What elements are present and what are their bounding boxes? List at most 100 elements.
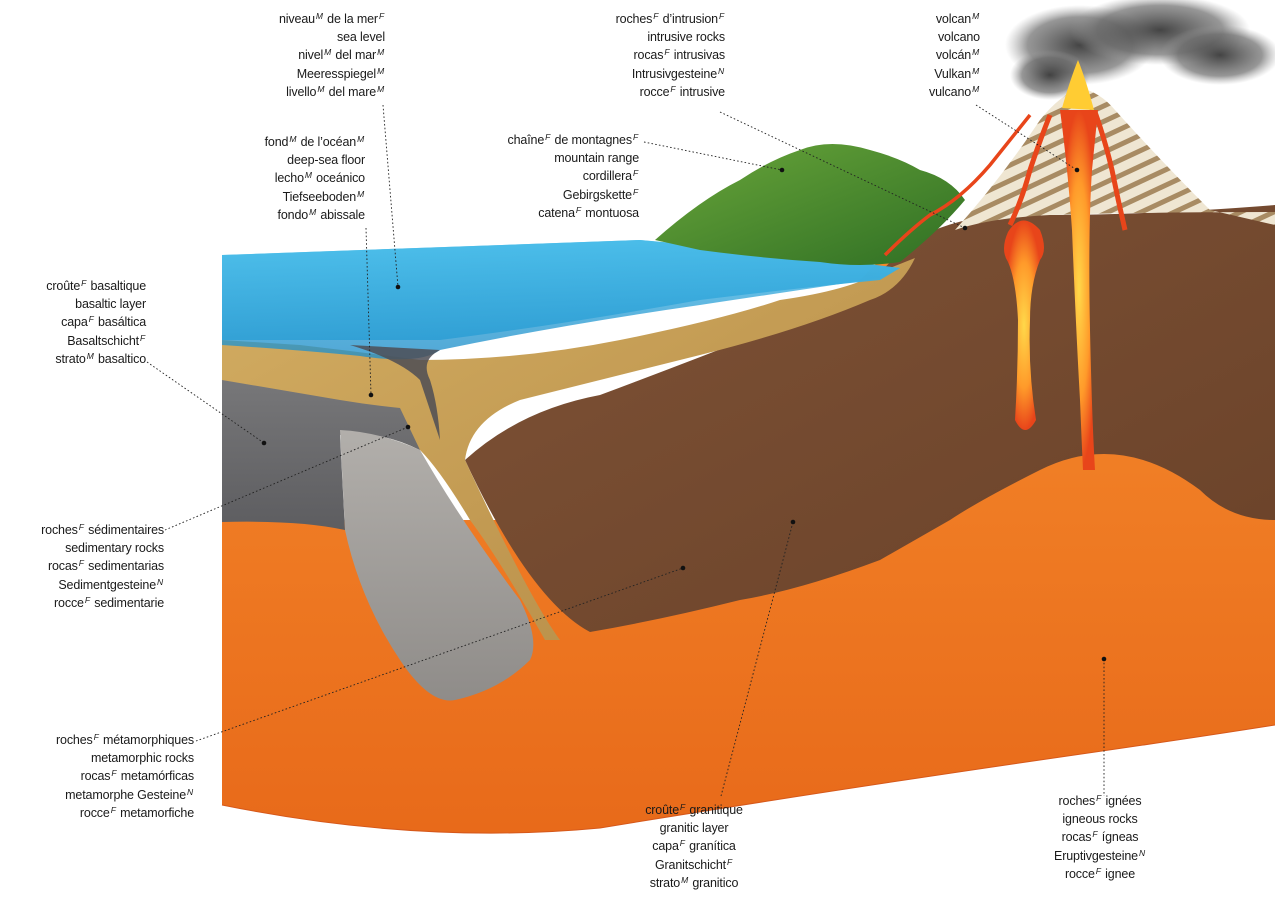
leader-granitic-layer [720,521,794,797]
volcano-smoke [1005,0,1275,100]
gender-marker: F [81,278,87,288]
label-line: deep-sea floor [265,151,365,169]
leader-deep-sea-floor [365,227,372,396]
gender-marker: F [653,11,659,21]
gender-marker: M [972,47,979,58]
gender-marker: F [1096,793,1102,803]
label-line: rocasF intrusivas [616,46,726,64]
label-text: granitic layer [659,821,729,836]
sedimentary-layer-region [222,258,915,640]
gender-marker: M [324,47,332,58]
label-line: rocasF metamórficas [56,767,195,785]
dot-mountain-range [779,167,785,173]
gender-marker: F [718,11,724,21]
gender-marker: N [187,786,193,797]
label-text: rocas [633,48,664,63]
label-text: igneous rocks [1062,812,1138,827]
label-text: roches [41,523,78,537]
label-text: metamorphic rocks [90,751,194,766]
label-text: sedimentarias [84,559,164,574]
label-line: rocceF intrusive [616,83,726,101]
gender-marker: M [377,83,384,94]
label-line: rocceF metamorfiche [56,804,194,822]
label-line: capaF granítica [604,837,784,855]
label-line: livelloM del mareM [279,83,385,101]
label-text: abissale [317,207,365,222]
label-line: sedimentary rocks [41,539,164,557]
label-text: fondo [277,207,309,222]
dot-granitic-layer [790,519,796,525]
basaltic-layer-region [222,380,420,530]
label-line: basaltic layer [46,295,146,313]
label-line: IntrusivgesteineN [616,65,725,83]
label-line: igneous rocks [1000,810,1200,828]
label-line: stratoM basaltico [46,350,146,368]
dot-sea-level [395,284,401,290]
volcano-cone [955,88,1275,230]
dot-basaltic-layer [261,440,267,446]
gender-marker: F [632,168,638,179]
gender-marker: F [726,856,733,867]
label-text: Vulkan [934,66,972,81]
gender-marker: M [309,206,316,217]
label-line: rocceF ignee [1000,865,1200,883]
gender-marker: N [1138,847,1145,858]
label-text: catena [538,205,575,220]
ocean-trench [350,345,440,440]
label-text: de montagnes [551,133,633,147]
label-line: rochesF ignées [1000,792,1200,810]
gender-marker: F [632,186,638,197]
label-text: fond [264,135,289,149]
label-text: sea level [337,30,385,45]
label-text: basaltic layer [75,297,146,312]
leader-dots [261,167,1107,662]
label-text: ignées [1102,794,1142,808]
lava-flow-right [1092,111,1128,231]
label-text: lecho [274,171,304,186]
label-text: basáltica [94,315,146,330]
gender-marker: M [317,83,325,94]
gender-marker: F [575,204,581,215]
label-line: lechoM oceánico [265,169,365,187]
gender-marker: M [972,65,979,76]
gender-marker: F [1095,865,1101,876]
gender-marker: M [377,65,384,76]
label-text: del mare [325,84,377,99]
label-line: GranitschichtF [604,856,784,874]
label-text: Tiefseeboden [282,189,357,204]
gender-marker: M [681,874,689,885]
label-line: volcanM [929,10,980,28]
label-text: del mar [332,48,377,63]
gender-marker: M [377,47,384,58]
label-text: volcano [937,30,980,45]
label-text: basaltico [94,351,146,366]
gender-marker: F [84,594,90,605]
gender-marker: M [289,134,297,144]
label-line: catenaF montuosa [508,204,639,222]
label-text: sedimentary rocks [65,541,164,556]
label-text: roches [1058,794,1096,808]
mountain-range-shape [655,144,965,265]
label-line: intrusive rocks [616,28,725,46]
label-line: GebirgsketteF [508,186,639,204]
label-line: granitic layer [604,819,784,837]
label-line: fondoM abissale [265,206,366,224]
label-text: Eruptivgesteine [1054,848,1138,863]
label-text: deep-sea floor [287,153,365,168]
label-text: d’intrusion [659,12,718,26]
label-line: mountain range [508,149,639,167]
intrusive-dike [883,113,1032,257]
label-text: strato [649,875,681,890]
gender-marker: M [972,83,979,94]
label-line: chaîneF de montagnesF [508,131,639,149]
lava-flow-left [1007,114,1053,227]
leader-lines [146,104,1105,797]
gender-marker: F [378,11,384,21]
label-line: SedimentgesteineN [41,576,164,594]
label-text: vulcano [929,84,972,99]
gender-marker: N [718,65,724,76]
label-line: rocasF sedimentarias [41,557,164,575]
